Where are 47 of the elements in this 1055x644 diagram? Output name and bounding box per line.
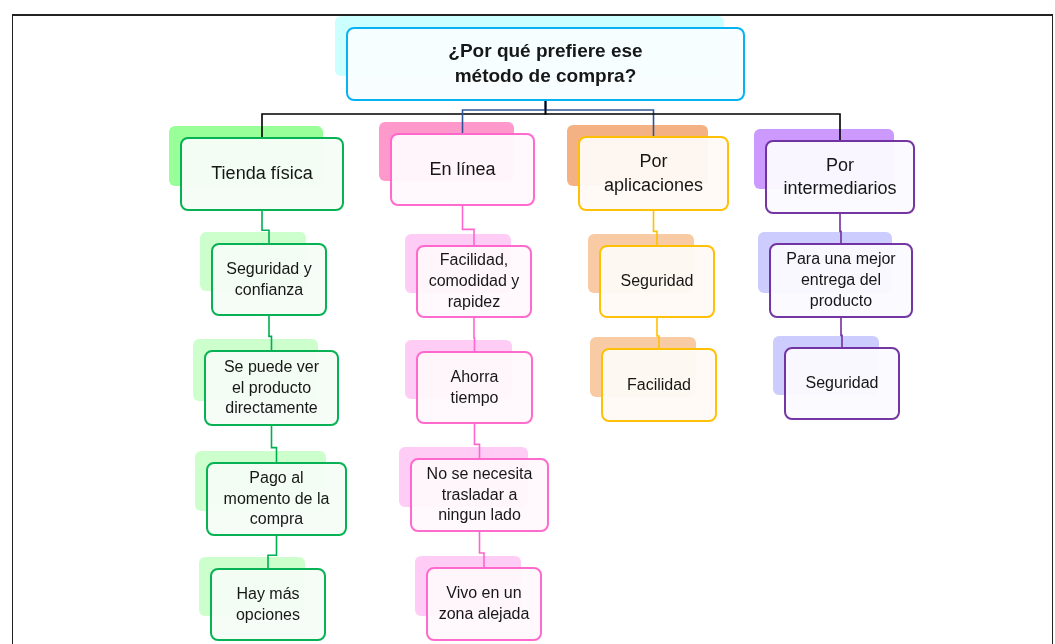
topic-text: Por intermediarios (782, 153, 898, 200)
topic-box (204, 350, 339, 426)
topic-text: Seguridad (805, 373, 879, 394)
connector-line (261, 210, 270, 244)
topic-text: Seguridad y confianza (225, 258, 313, 300)
topic-box (390, 133, 535, 206)
topic-box (578, 136, 729, 211)
connector-line (478, 531, 485, 568)
topic-box (346, 27, 745, 101)
topic-text: Para una mejor entrega del producto (785, 249, 897, 311)
connector-line (544, 100, 841, 141)
topic-text: Pago al momento de la compra (222, 467, 331, 530)
topic-text: No se necesita trasladar a ningun lado (425, 463, 534, 526)
connector-line (270, 425, 278, 463)
topic-box (210, 568, 326, 641)
connector-line (267, 535, 278, 569)
topic-box (180, 137, 344, 211)
topic-box (601, 348, 717, 422)
topic-text: Seguridad (620, 271, 694, 292)
connector-line (656, 317, 660, 349)
topic-box (426, 567, 542, 641)
topic-box (410, 458, 549, 532)
connector-line (652, 210, 658, 246)
topic-text: Ahorra tiempo (449, 366, 500, 408)
topic-text: Facilidad (627, 374, 691, 395)
connector-line (268, 315, 273, 351)
topic-box (416, 245, 532, 318)
topic-box (416, 351, 533, 424)
topic-box (769, 243, 913, 318)
topic-text: Tienda física (211, 162, 313, 186)
connector-line (839, 213, 842, 244)
topic-box (211, 243, 327, 316)
topic-text: Se puede ver el producto directamente (222, 356, 321, 419)
topic-box (206, 462, 347, 536)
topic-box (599, 245, 715, 318)
connector-line (473, 317, 476, 352)
root-topic-text: ¿Por qué prefiere ese método de compra? (447, 39, 644, 88)
connector-line (473, 423, 481, 459)
topic-text: Facilidad, comodidad y rapidez (428, 250, 520, 312)
topic-text: Hay más opciones (234, 583, 301, 625)
connector-line (840, 317, 843, 348)
connector-line (461, 205, 475, 246)
topic-box (765, 140, 915, 214)
topic-text: Vivo en un zona alejada (438, 583, 530, 624)
topic-text: En línea (429, 157, 496, 181)
topic-text: Por aplicaciones (602, 150, 705, 197)
topic-box (784, 347, 900, 420)
